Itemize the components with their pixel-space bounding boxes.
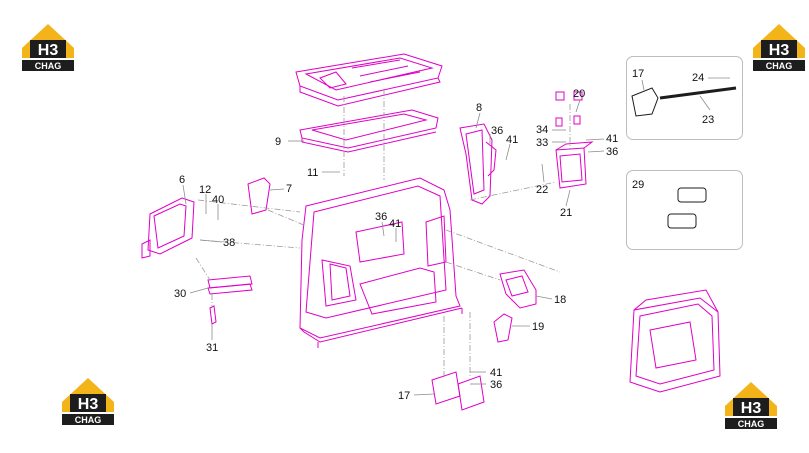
- callout-20: 20: [573, 88, 585, 100]
- callout-11: 11: [307, 167, 318, 179]
- callout-29: 29: [632, 179, 644, 191]
- logo-mark: H3: [741, 400, 762, 417]
- callout-6: 6: [179, 174, 185, 186]
- callout-24: 24: [692, 72, 704, 84]
- logo-top-left: H3 CHAG: [20, 20, 76, 72]
- callout-9: 9: [275, 136, 281, 148]
- pillar-trim-8: [459, 123, 497, 205]
- inset-panel-top-right: [626, 56, 743, 140]
- logo-mark: H3: [78, 396, 99, 413]
- logo-bottom-left: H3 CHAG: [60, 374, 116, 426]
- handle-19: [493, 313, 513, 343]
- logo-top-right: H3 CHAG: [751, 20, 807, 72]
- callout-33: 33: [536, 137, 548, 149]
- callout-21: 21: [560, 207, 572, 219]
- callout-23: 23: [702, 114, 714, 126]
- callout-19: 19: [532, 321, 544, 333]
- logo-text: CHAG: [766, 61, 793, 71]
- rail-30: [207, 275, 253, 295]
- callout-18: 18: [554, 294, 566, 306]
- logo-text: CHAG: [75, 415, 102, 425]
- callout-40: 40: [212, 194, 224, 206]
- trim-7: [247, 177, 271, 215]
- callout-17-inset: 17: [632, 68, 644, 80]
- callout-31: 31: [206, 342, 218, 354]
- rod-23: [659, 86, 737, 100]
- clip-31: [209, 305, 217, 325]
- trim-18: [499, 269, 537, 309]
- parts-29: [667, 187, 707, 229]
- callout-41-right: 41: [606, 133, 618, 145]
- callout-7: 7: [286, 183, 292, 195]
- side-panel-6: [141, 197, 195, 259]
- logo-text: CHAG: [35, 61, 62, 71]
- h3-chag-logo-icon: H3 CHAG: [753, 24, 805, 71]
- logo-mark: H3: [38, 42, 59, 59]
- h3-chag-logo-icon: H3 CHAG: [725, 382, 777, 429]
- cover-17-bottom: [431, 371, 485, 411]
- leader-lines: [182, 77, 730, 396]
- logo-bottom-right: H3 CHAG: [723, 378, 779, 430]
- callout-labels: 9 11 8 36 41 6 12 40 7 38 36 41 20 34 33…: [174, 68, 714, 402]
- callout-22: 22: [536, 184, 548, 196]
- callout-41-bottom: 41: [490, 367, 502, 379]
- callout-41-center: 41: [389, 218, 401, 230]
- roof-panel: [295, 53, 443, 107]
- cab-frame: [299, 177, 463, 348]
- console-box-21: [555, 91, 594, 189]
- h3-chag-logo-icon: H3 CHAG: [62, 378, 114, 425]
- callout-36: 36: [491, 125, 503, 137]
- assembled-cab-thumbnail: [629, 289, 721, 393]
- inset-panel-mid-right: [626, 170, 743, 250]
- callout-34: 34: [536, 124, 548, 136]
- callout-41: 41: [506, 134, 518, 146]
- headliner-panel-9: [299, 109, 439, 153]
- logo-text: CHAG: [738, 419, 765, 429]
- logo-mark: H3: [769, 42, 790, 59]
- callout-36-center: 36: [375, 211, 387, 223]
- callout-38: 38: [223, 237, 235, 249]
- callout-36-right: 36: [606, 146, 618, 158]
- h3-chag-logo-icon: H3 CHAG: [22, 24, 74, 71]
- callout-12: 12: [199, 184, 211, 196]
- callout-36-bottom: 36: [490, 379, 502, 391]
- callout-30: 30: [174, 288, 186, 300]
- callout-8: 8: [476, 102, 482, 114]
- callout-17: 17: [398, 390, 410, 402]
- cap-17-inset: [631, 87, 659, 117]
